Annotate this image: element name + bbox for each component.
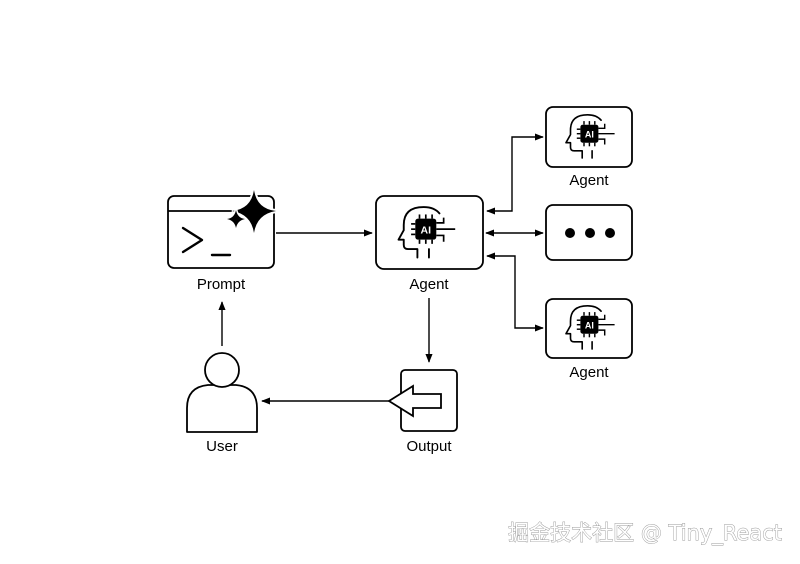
chip-label: AI bbox=[421, 224, 432, 236]
ai-head-icon: AI bbox=[397, 206, 457, 259]
prompt-label: Prompt bbox=[197, 276, 246, 293]
agent-main-label: Agent bbox=[409, 276, 449, 293]
user-label: User bbox=[206, 438, 238, 455]
node-output: Output bbox=[387, 369, 458, 455]
terminal-sparkle-icon bbox=[167, 189, 277, 269]
output-label: Output bbox=[406, 438, 452, 455]
agent-top-label: Agent bbox=[569, 172, 609, 189]
person-icon bbox=[186, 352, 258, 433]
ellipsis-icon bbox=[565, 228, 615, 238]
node-agent-bottom: AI Agent bbox=[545, 298, 633, 381]
node-prompt: Prompt bbox=[167, 189, 277, 293]
ai-head-icon: AI bbox=[565, 113, 616, 159]
arrow-left-icon bbox=[387, 384, 442, 418]
chip-label: AI bbox=[585, 320, 594, 330]
agent-bottom-label: Agent bbox=[569, 364, 609, 381]
edge-agent-to-agent-top bbox=[486, 133, 544, 215]
edge-agent-to-agent-bottom bbox=[486, 252, 544, 332]
node-agent-main: AI Agent bbox=[375, 195, 484, 293]
edges bbox=[218, 133, 544, 405]
node-more-agents bbox=[545, 204, 633, 261]
ai-head-icon: AI bbox=[565, 304, 616, 350]
node-user: User bbox=[186, 352, 258, 455]
watermark: 掘金技术社区 @ Tiny_React bbox=[508, 521, 782, 546]
node-agent-top: AI Agent bbox=[545, 106, 633, 189]
chip-label: AI bbox=[585, 129, 594, 139]
